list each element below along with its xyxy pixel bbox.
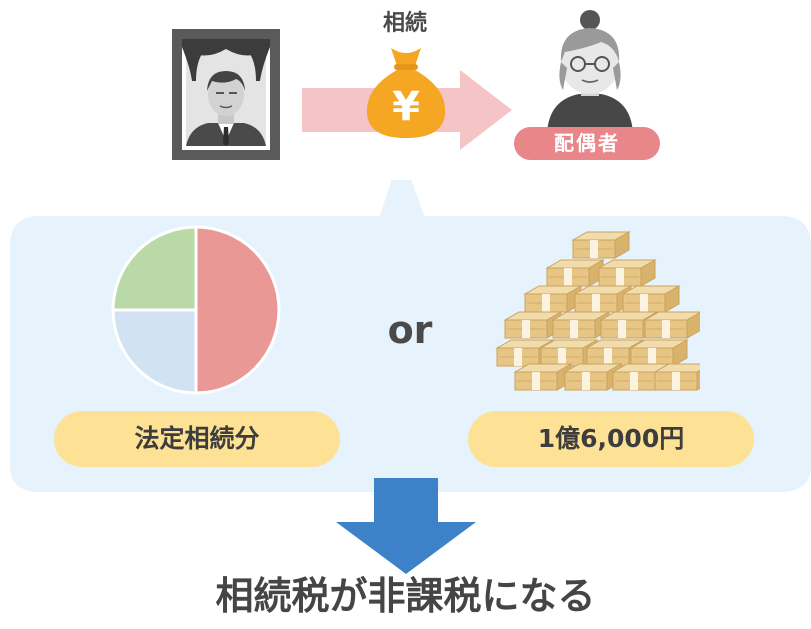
amount-pill: 1億6,000円 bbox=[468, 411, 754, 467]
cash-bundle-0 bbox=[571, 231, 631, 259]
pie-slice-2 bbox=[111, 225, 198, 312]
cash-bundle-2 bbox=[597, 259, 657, 287]
money-bag-icon: ¥ bbox=[366, 48, 446, 138]
cash-bundle-5 bbox=[621, 285, 681, 313]
cash-bundle-13 bbox=[629, 339, 689, 367]
cash-stack-icon bbox=[495, 231, 700, 391]
or-connector: or bbox=[387, 308, 433, 352]
pie-slice-0 bbox=[194, 225, 281, 395]
pie-slice-1 bbox=[111, 308, 198, 395]
inherit-label: 相続 bbox=[382, 11, 427, 36]
cash-bundle-17 bbox=[653, 363, 700, 391]
cash-bundle-3 bbox=[523, 285, 583, 313]
cash-bundle-14 bbox=[513, 363, 573, 391]
funeral-portrait-icon bbox=[172, 29, 280, 160]
conclusion-text: 相続税が非課税になる bbox=[215, 574, 596, 618]
grandmother-icon bbox=[547, 10, 633, 133]
cash-bundle-7 bbox=[551, 311, 611, 339]
down-arrow bbox=[336, 478, 476, 574]
yen-symbol: ¥ bbox=[392, 84, 420, 130]
share-pie bbox=[111, 225, 281, 395]
cash-bundle-1 bbox=[545, 259, 605, 287]
statutory-share-pill: 法定相続分 bbox=[54, 411, 340, 467]
spouse-badge: 配偶者 bbox=[514, 127, 660, 160]
cash-bundle-9 bbox=[643, 311, 700, 339]
cash-bundle-11 bbox=[539, 339, 599, 367]
